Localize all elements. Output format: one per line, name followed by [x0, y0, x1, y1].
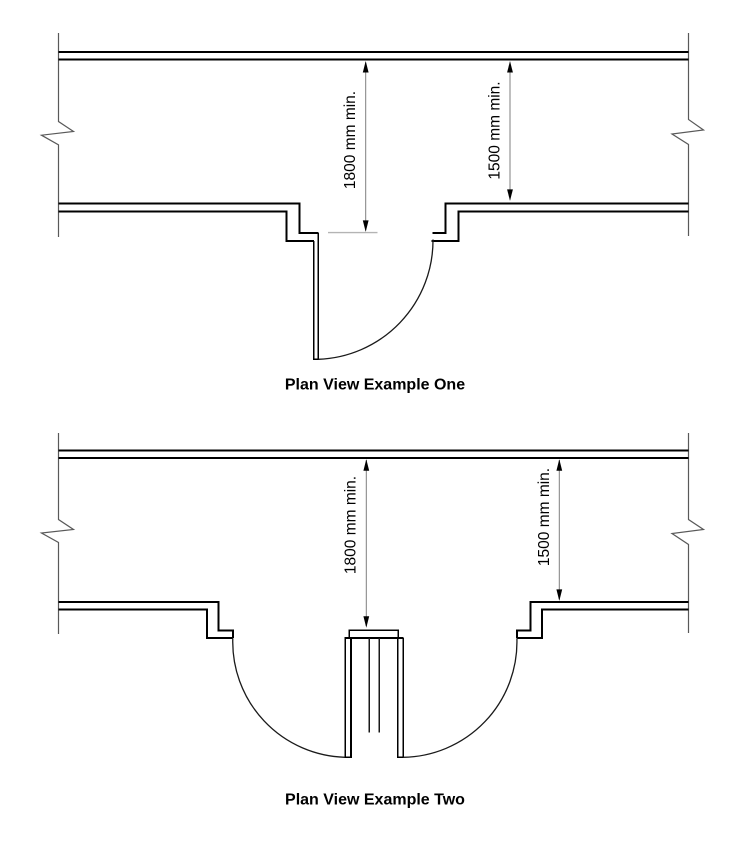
- corridor-left-edge-break-line: [39, 433, 76, 634]
- bottom-wall-left-inner-line: [58, 210, 314, 242]
- arrow-up-icon: [556, 459, 563, 471]
- diagram-example-two: 1800 mm min. 1500 mm min. Plan View Exam…: [39, 433, 706, 809]
- diagram-caption: Plan View Example Two: [285, 792, 465, 809]
- dimension-corridor-width: 1500 mm min.: [536, 459, 563, 601]
- dimension-label-1500: 1500 mm min.: [536, 468, 553, 566]
- door-swing-arc-right: [403, 638, 518, 758]
- corridor-left-edge-break-line: [39, 33, 76, 237]
- dimension-label-1500: 1500 mm min.: [486, 81, 503, 179]
- dimension-door-clearance: 1800 mm min.: [328, 61, 378, 234]
- arrow-up-icon: [363, 459, 370, 471]
- double-door: [232, 629, 518, 759]
- dimension-label-1800: 1800 mm min.: [342, 91, 359, 189]
- arrow-down-icon: [556, 589, 563, 601]
- bottom-wall-left-outer-line: [58, 202, 319, 234]
- bottom-wall-left-inner-line: [58, 608, 233, 640]
- door-swing-arc: [318, 239, 434, 360]
- bottom-wall-right-outer-line: [432, 202, 689, 234]
- diagram-example-one: 1800 mm min. 1500 mm min. Plan View Exam…: [39, 33, 706, 394]
- arrow-up-icon: [362, 61, 369, 73]
- corridor-right-edge-break-line: [670, 433, 706, 633]
- arrow-down-icon: [507, 189, 513, 201]
- dimension-door-clearance: 1800 mm min.: [343, 459, 370, 628]
- arrow-down-icon: [363, 616, 370, 628]
- corridor-right-edge-break-line: [670, 33, 706, 236]
- dimension-corridor-width: 1500 mm min.: [486, 61, 513, 201]
- diagram-caption: Plan View Example One: [285, 377, 465, 394]
- door-leaf-left: [344, 638, 352, 759]
- door-leaf: [312, 232, 320, 361]
- bottom-wall-left-outer-line: [58, 600, 234, 639]
- door-frame-cap: [348, 629, 400, 638]
- single-door: [312, 232, 434, 361]
- arrow-down-icon: [362, 220, 369, 232]
- bottom-wall-right-inner-line: [516, 608, 689, 640]
- arrow-up-icon: [507, 61, 513, 73]
- dimension-label-1800: 1800 mm min.: [343, 476, 360, 574]
- door-leaf-right: [396, 638, 405, 759]
- bottom-wall-right-inner-line: [431, 210, 689, 242]
- door-swing-arc-left: [232, 638, 345, 758]
- bottom-wall-right-outer-line: [515, 600, 689, 639]
